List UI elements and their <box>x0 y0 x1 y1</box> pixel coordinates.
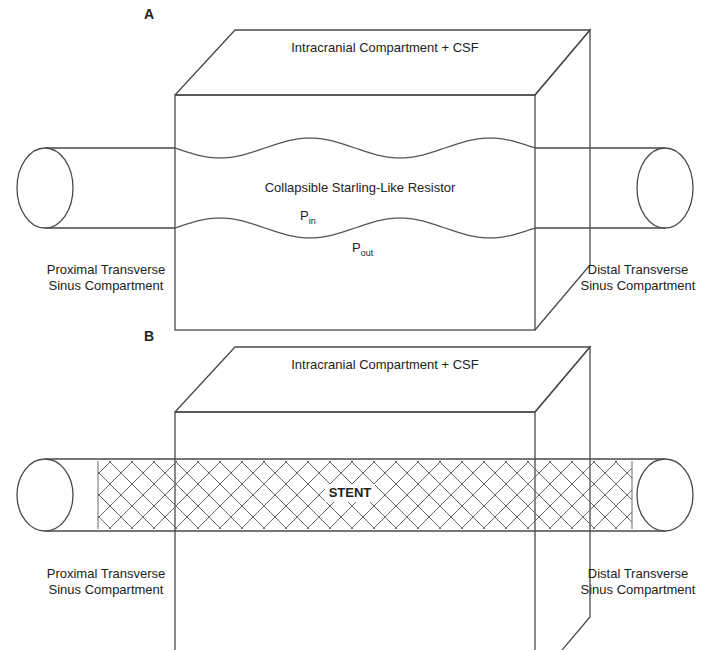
symbol: P <box>352 240 361 255</box>
sinus-compartment: Proximal Transverse Sinus Compartment <box>36 262 176 298</box>
pressure-label: Pin <box>300 208 316 226</box>
node-label: Intracranial Compartment + CSF <box>235 357 535 373</box>
tube-opening <box>17 148 73 228</box>
resistor-segment: Collapsible Starling-Like Resistor <box>195 180 525 200</box>
label-run: Distal Transverse Sinus Compartment <box>581 566 696 597</box>
pressure-label: Pout <box>352 240 373 258</box>
tube-opening <box>637 459 693 531</box>
node-label: Collapsible Starling-Like Resistor <box>195 180 525 196</box>
label-run: Intracranial Compartment + CSF <box>291 40 478 55</box>
sinus-compartment: Distal Transverse Sinus Compartment <box>572 566 704 602</box>
compartment-box: Intracranial Compartment + CSFSTENT <box>235 357 535 407</box>
node-label: Distal Transverse Sinus Compartment <box>572 262 704 295</box>
node-label: Proximal Transverse Sinus Compartment <box>36 262 176 295</box>
label-run: STENT <box>325 484 376 502</box>
sinus-compartment: Distal Transverse Sinus Compartment <box>572 262 704 298</box>
subscript: out <box>361 248 374 258</box>
label-run: Proximal Transverse Sinus Compartment <box>47 566 165 597</box>
node-label: Proximal Transverse Sinus Compartment <box>36 566 176 599</box>
label-run: Intracranial Compartment + CSF <box>291 357 478 372</box>
sinus-tube <box>45 459 665 531</box>
compartment-box: Intracranial Compartment + CSFCollapsibl… <box>235 40 535 90</box>
tube-opening <box>637 148 693 228</box>
node-label: Intracranial Compartment + CSF <box>235 40 535 56</box>
symbol: P <box>300 208 309 223</box>
stent-mesh <box>98 461 632 529</box>
tube-opening <box>17 459 73 531</box>
node-label: Distal Transverse Sinus Compartment <box>572 566 704 599</box>
subscript: in <box>309 216 316 226</box>
collapsible-wall <box>175 138 535 238</box>
sinus-compartment: Proximal Transverse Sinus Compartment <box>36 566 176 602</box>
skull-compartment <box>175 30 590 330</box>
panel-letter: B <box>144 328 154 345</box>
label-run: Proximal Transverse Sinus Compartment <box>47 262 165 293</box>
label-run: Collapsible Starling-Like Resistor <box>265 180 456 195</box>
stent-edge <box>98 461 632 529</box>
label-run: Distal Transverse Sinus Compartment <box>581 262 696 293</box>
panel-letter: A <box>144 6 154 23</box>
node-label: STENT <box>280 484 420 502</box>
stent-segment: STENT <box>280 484 420 506</box>
